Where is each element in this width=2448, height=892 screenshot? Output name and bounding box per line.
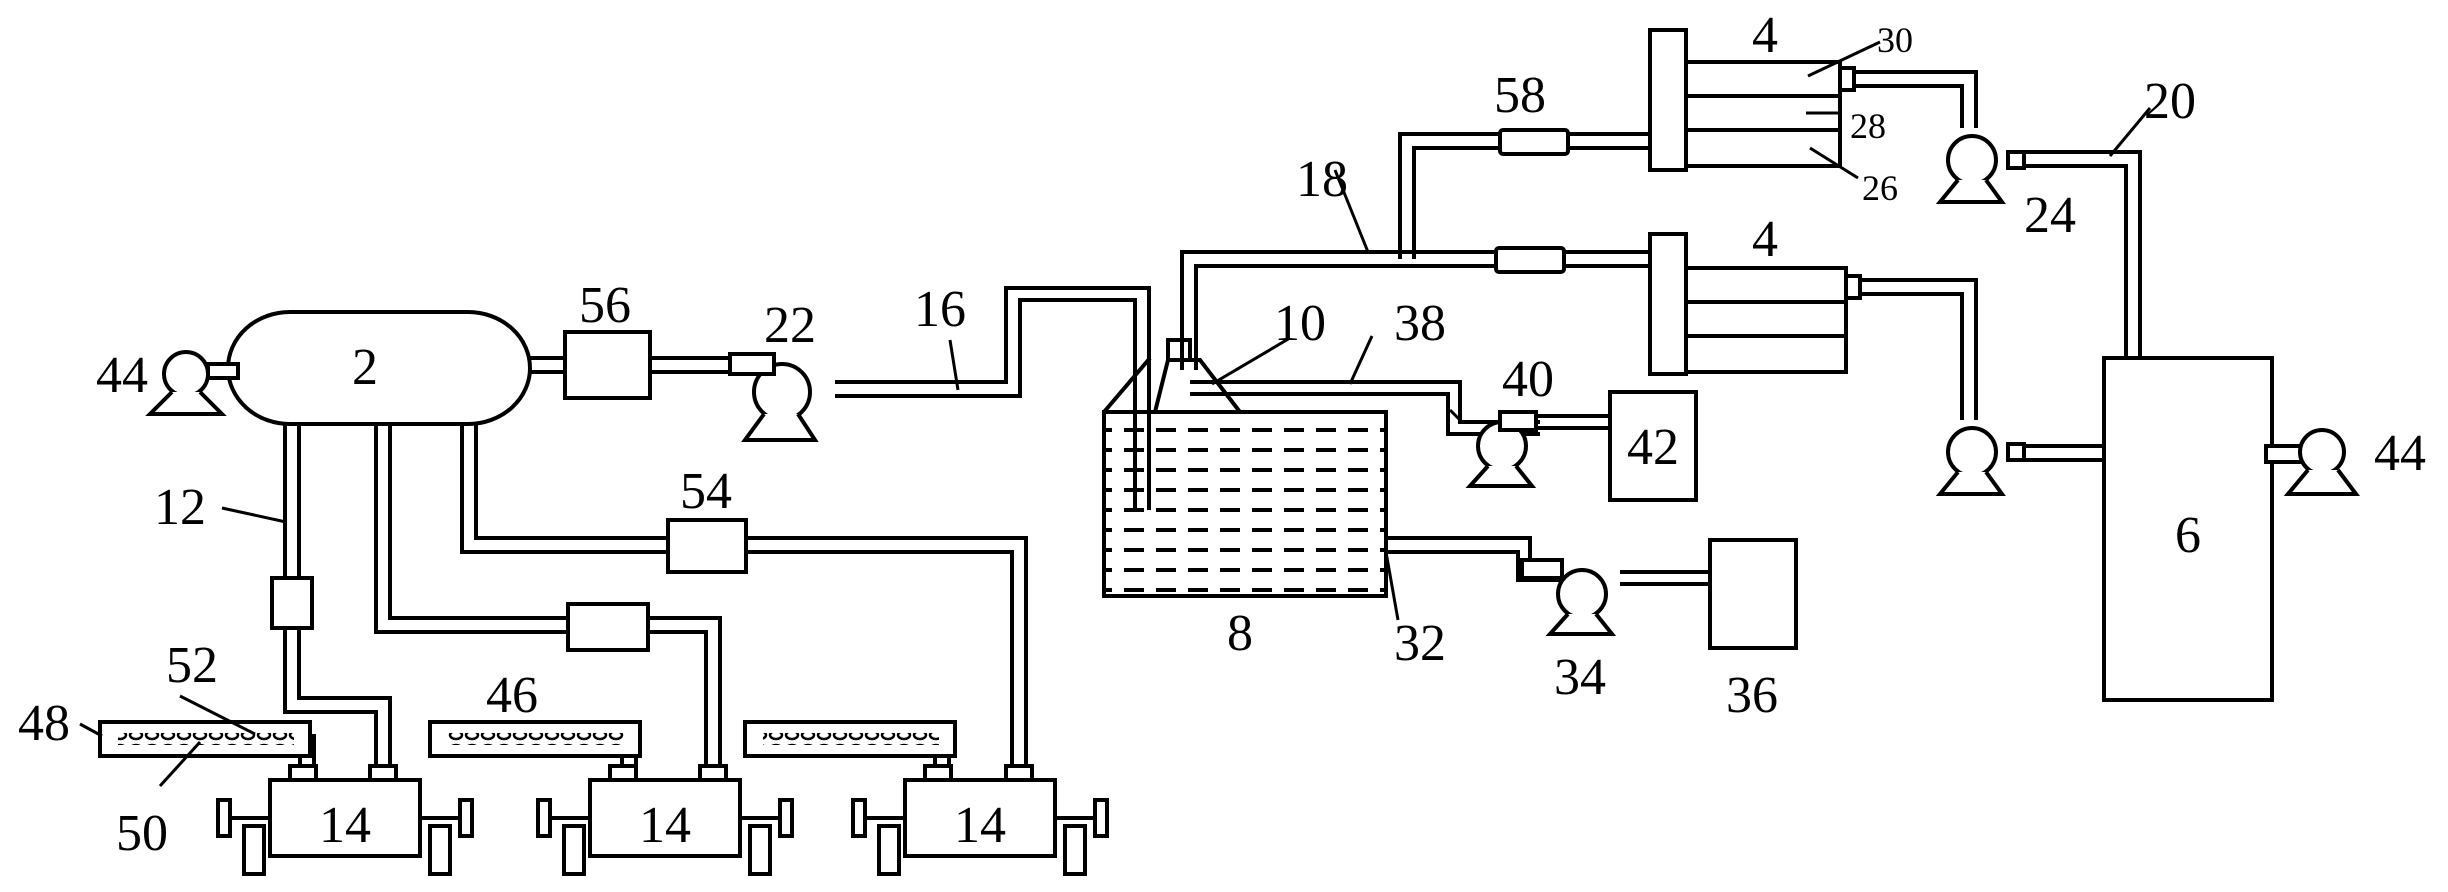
label-20: 20 bbox=[2144, 73, 2196, 130]
label-44-left: 44 bbox=[96, 347, 148, 404]
label-32: 32 bbox=[1394, 615, 1446, 672]
vessel-2 bbox=[226, 310, 532, 426]
valve-58 bbox=[1498, 128, 1570, 156]
label-34: 34 bbox=[1554, 649, 1606, 706]
label-22: 22 bbox=[764, 297, 816, 354]
label-56: 56 bbox=[579, 277, 631, 334]
pump-44-right bbox=[2264, 428, 2360, 496]
label-48: 48 bbox=[18, 695, 70, 752]
label-36: 36 bbox=[1726, 667, 1778, 724]
label-16: 16 bbox=[914, 281, 966, 338]
pipes bbox=[283, 70, 2142, 766]
label-42: 42 bbox=[1627, 419, 1679, 476]
leaders-26-28-30 bbox=[1806, 40, 1881, 180]
unit-14-c bbox=[851, 764, 1109, 876]
label-14-b: 14 bbox=[639, 797, 691, 854]
pump-lower-right bbox=[1935, 426, 2026, 496]
label-58: 58 bbox=[1494, 67, 1546, 124]
label-10: 10 bbox=[1274, 295, 1326, 352]
label-26: 26 bbox=[1862, 168, 1898, 208]
heater-48 bbox=[98, 720, 312, 758]
box-42 bbox=[1608, 390, 1698, 502]
valve-54 bbox=[666, 518, 748, 574]
pump-40 bbox=[1465, 410, 1538, 488]
valve-12 bbox=[270, 576, 314, 630]
valve-middle bbox=[566, 602, 650, 652]
label-24: 24 bbox=[2024, 187, 2076, 244]
label-38: 38 bbox=[1394, 295, 1446, 352]
valve-pipe-18 bbox=[1494, 246, 1566, 274]
valve-56 bbox=[563, 330, 652, 400]
label-18: 18 bbox=[1296, 151, 1348, 208]
label-44-right: 44 bbox=[2374, 425, 2426, 482]
label-14-c: 14 bbox=[954, 797, 1006, 854]
heater-46 bbox=[428, 720, 642, 758]
unit-14-a bbox=[216, 764, 474, 876]
unit-14-b bbox=[536, 764, 794, 876]
cylinder-4-bottom bbox=[1648, 232, 1862, 376]
label-8: 8 bbox=[1227, 605, 1253, 662]
heater-right bbox=[743, 720, 957, 758]
labels: 2 4 4 6 8 10 12 14 14 14 16 18 20 22 24 … bbox=[18, 7, 2426, 862]
tank-6 bbox=[2102, 356, 2274, 702]
label-4-bottom: 4 bbox=[1752, 211, 1778, 268]
pump-22 bbox=[728, 352, 819, 442]
pump-24 bbox=[1935, 134, 2026, 204]
box-36 bbox=[1708, 538, 1798, 650]
label-52: 52 bbox=[166, 637, 218, 694]
pump-44-left bbox=[145, 350, 240, 416]
label-54: 54 bbox=[680, 463, 732, 520]
label-46: 46 bbox=[486, 667, 538, 724]
label-12: 12 bbox=[154, 479, 206, 536]
label-2: 2 bbox=[352, 339, 378, 396]
leader-lines bbox=[79, 107, 2152, 788]
label-6: 6 bbox=[2175, 507, 2201, 564]
tank-8 bbox=[1102, 356, 1388, 598]
label-30: 30 bbox=[1877, 20, 1913, 60]
pump-34 bbox=[1520, 558, 1617, 636]
label-4-top: 4 bbox=[1752, 7, 1778, 64]
label-50: 50 bbox=[116, 805, 168, 862]
label-28: 28 bbox=[1850, 106, 1886, 146]
label-40: 40 bbox=[1502, 351, 1554, 408]
cylinder-4-top bbox=[1648, 28, 1856, 172]
cone-10 bbox=[1153, 338, 1242, 414]
label-14-a: 14 bbox=[319, 797, 371, 854]
